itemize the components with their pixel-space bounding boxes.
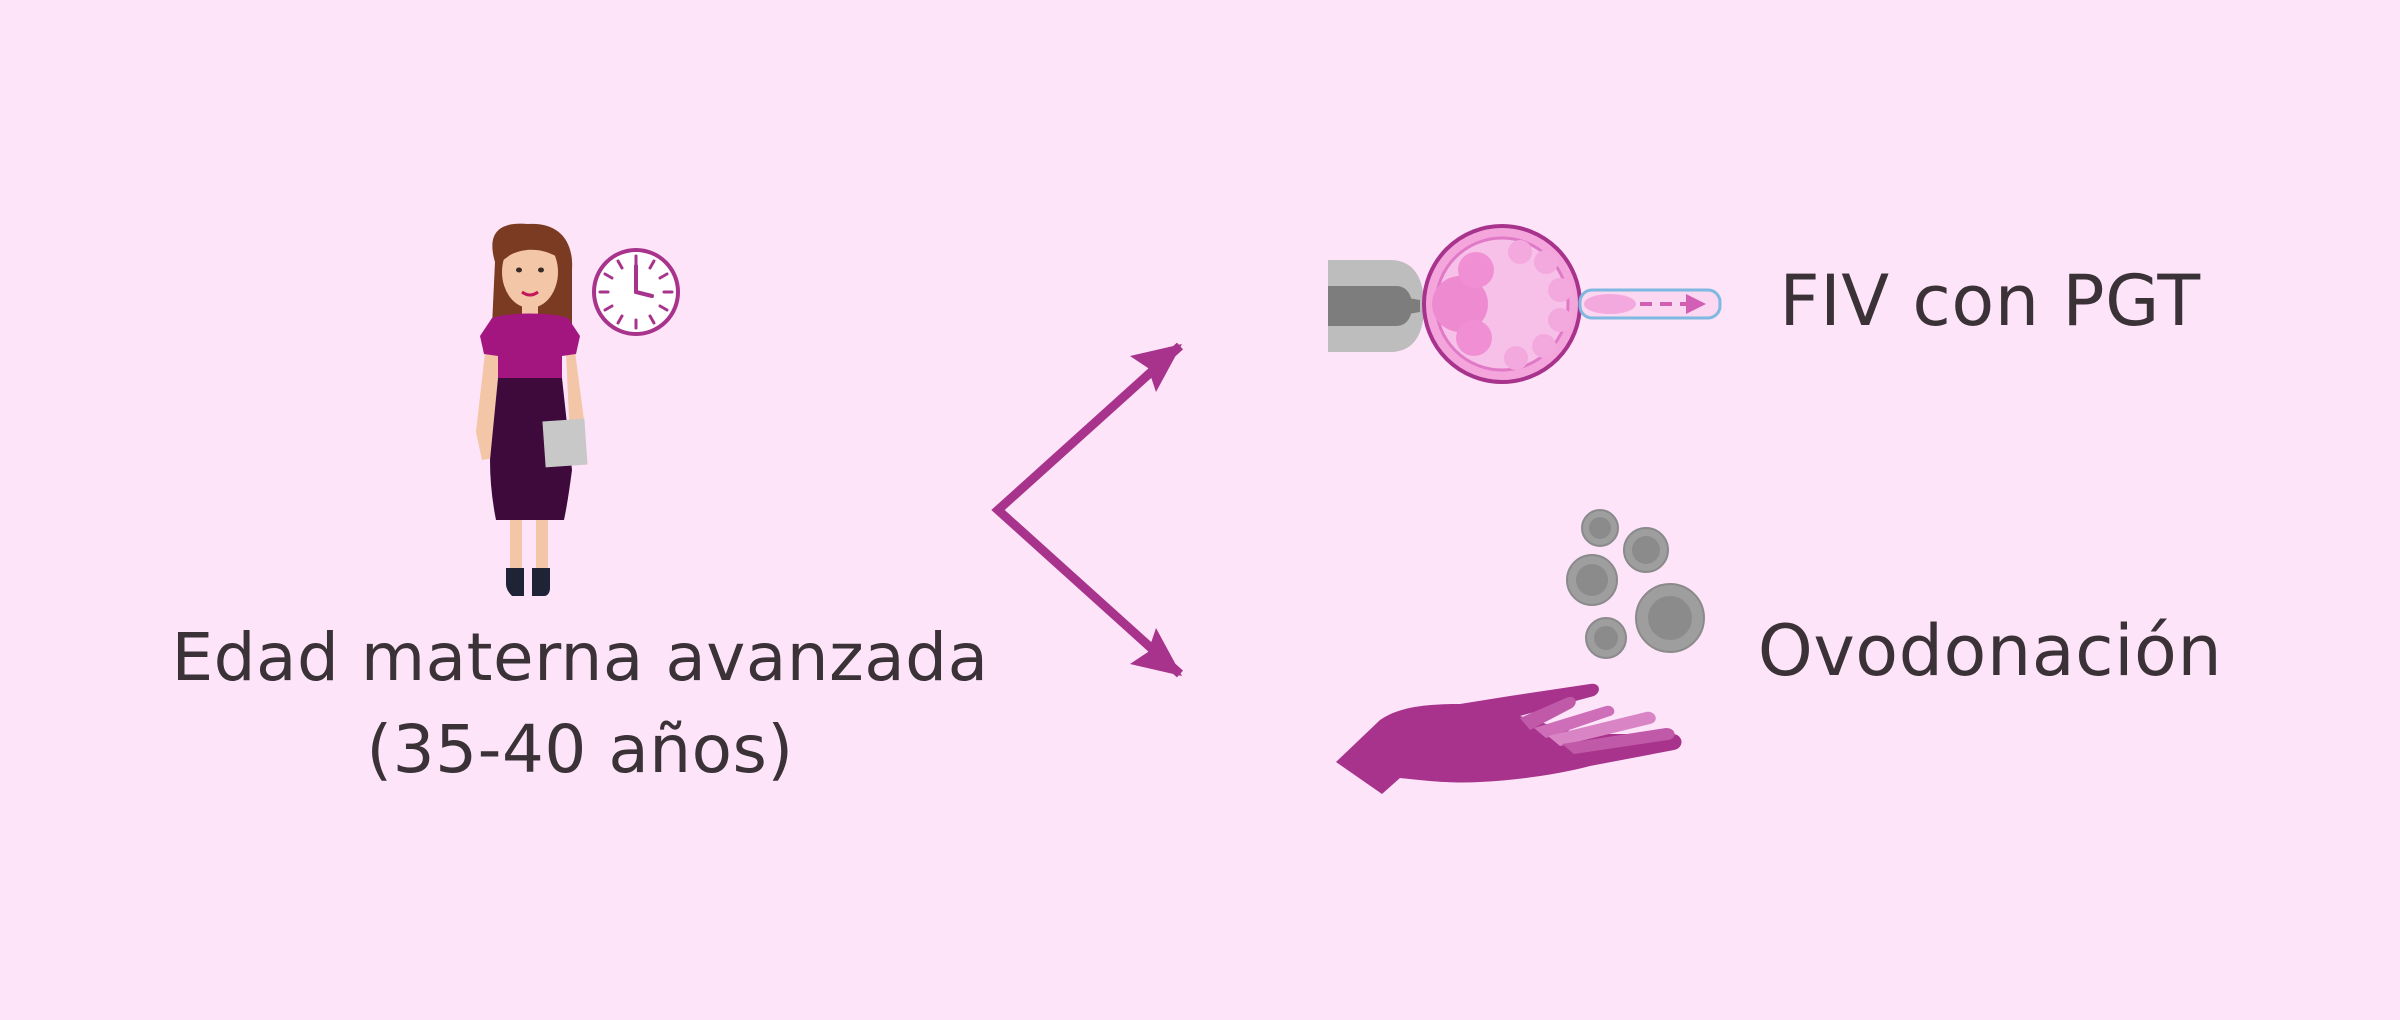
source-label-line2: (35-40 años) [366,711,794,788]
option-ovodonacion-label: Ovodonación [1757,610,2223,692]
hand-oocytes-icon [1336,509,1705,794]
option-fiv-label: FIV con PGT [1779,260,2201,342]
woman-icon [476,223,588,596]
source-label: Edad materna avanzada (35-40 años) [130,612,1030,796]
source-label-line1: Edad materna avanzada [171,619,989,696]
embryo-biopsy-icon [1328,224,1722,384]
clock-icon [592,248,680,336]
branching-arrows-icon [991,342,1184,678]
